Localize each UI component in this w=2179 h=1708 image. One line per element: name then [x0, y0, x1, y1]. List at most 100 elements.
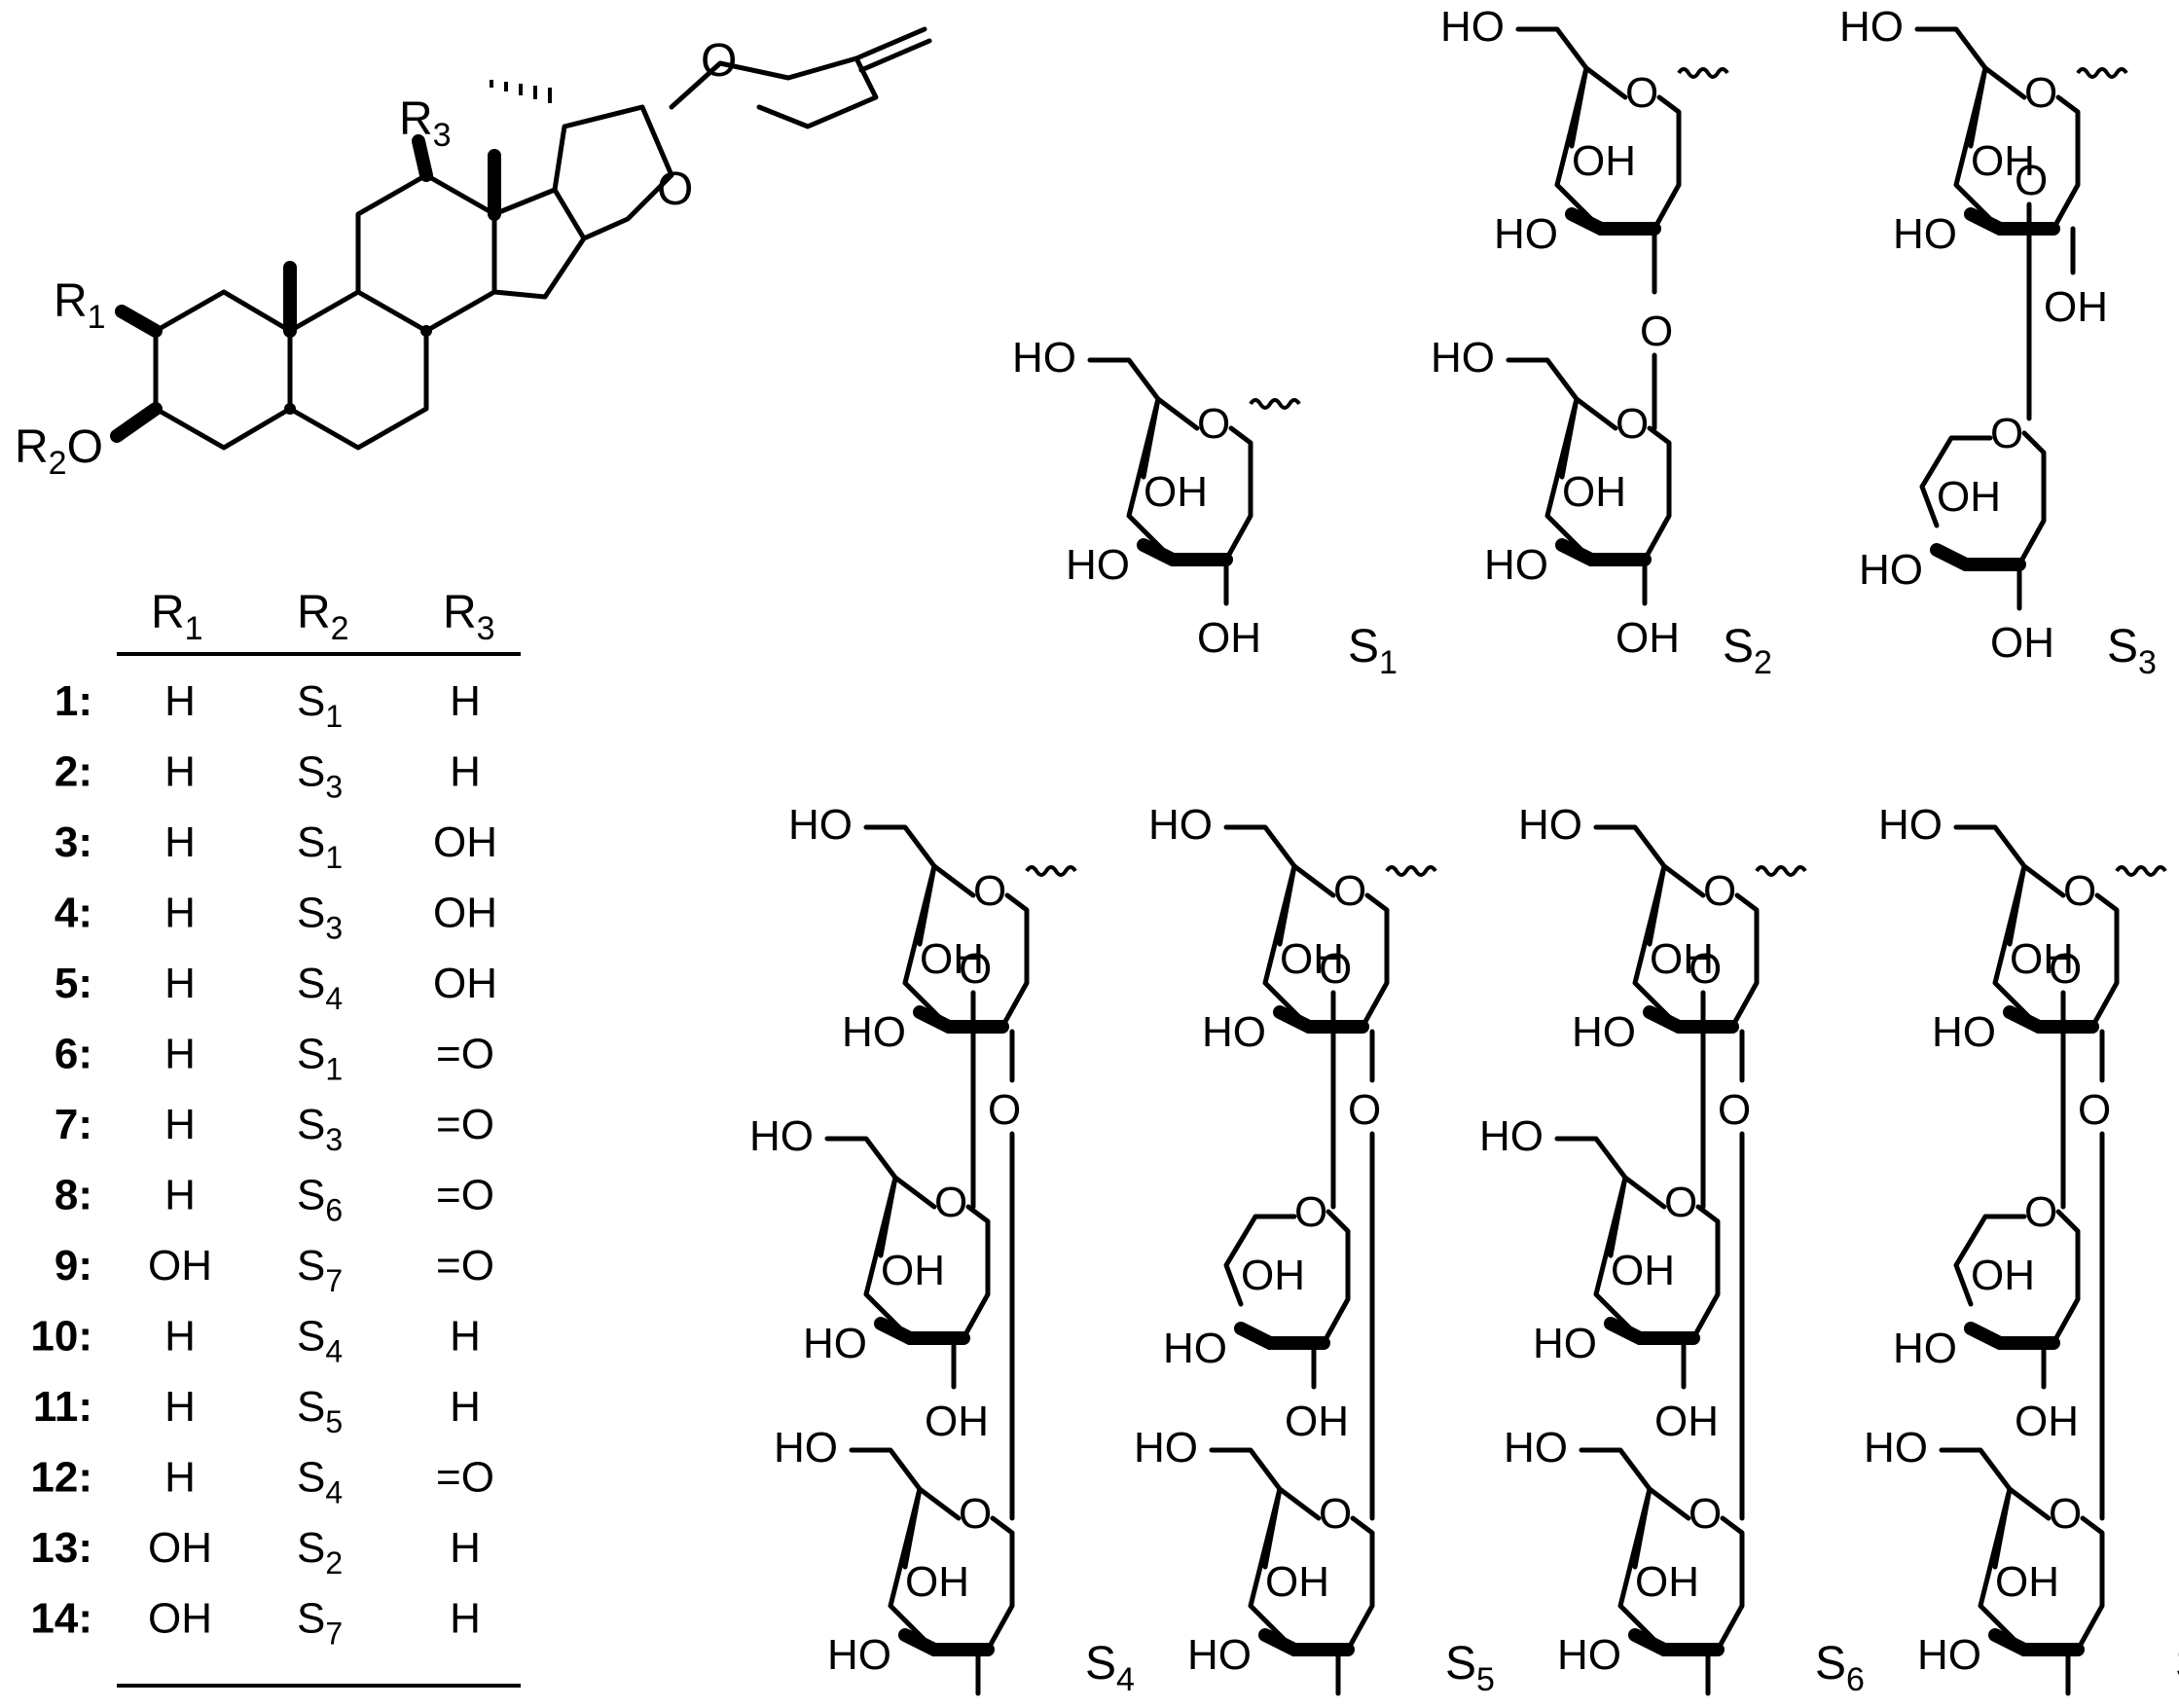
sugar-s4: OHOOHHOOOOHOOHHOOHOHOOHHOOHS4 [749, 801, 1135, 1708]
oh-label: OH [1265, 1558, 1329, 1606]
attachment-wavy-bond [1755, 865, 1807, 877]
r3-value: H [450, 1383, 481, 1431]
oh-label: OH [920, 935, 984, 983]
r3-value: =O [436, 1454, 494, 1502]
ho-label: HO [842, 1008, 906, 1056]
oh-label: OH [1971, 137, 2035, 185]
hydroxymethyl-label: HO [749, 1112, 814, 1160]
c12-r3-bond [412, 134, 433, 182]
r3-value: H [450, 677, 481, 725]
attachment-wavy-bond [1385, 865, 1437, 877]
compound-number: 10: [30, 1313, 92, 1361]
r1-value: H [164, 1101, 196, 1148]
oh-label: OH [1990, 619, 2054, 667]
hydroxymethyl-label: HO [1440, 3, 1505, 51]
hydroxymethyl-label: HO [1504, 1424, 1568, 1472]
oh-label: OH [1616, 614, 1680, 662]
oh-label: OH [1309, 1704, 1373, 1708]
sugar-s5: OHOOHHOOOOOHHOOHOHOOHHOOHS5 [1134, 801, 1495, 1708]
hydroxymethyl-label: HO [1878, 801, 1943, 849]
hydroxymethyl-label: HO [1012, 334, 1076, 382]
r2-value: S3 [297, 1101, 343, 1157]
attachment-wavy-bond [1249, 398, 1301, 410]
hydroxymethyl-label: HO [1518, 801, 1582, 849]
hydroxymethyl-label: HO [1134, 1424, 1198, 1472]
compound-number: 7: [54, 1101, 92, 1148]
r1-value: H [164, 960, 196, 1007]
r2-value: S1 [297, 1031, 343, 1087]
ring-o-label: O [1197, 400, 1230, 448]
compound-number: 8: [54, 1172, 92, 1219]
o-pyran-label: O [701, 35, 737, 87]
compound-number: 1: [54, 677, 92, 725]
sugar-label-s6: S6 [1815, 1638, 1865, 1698]
attachment-wavy-bond [2076, 67, 2128, 79]
sugar-s6: OHOOHHOOOOHOOHHOOHOHOOHHOOHS6 [1479, 801, 1865, 1708]
r2-value: S2 [297, 1524, 343, 1581]
ho-label: HO [1859, 546, 1923, 594]
compound-number: 12: [30, 1454, 92, 1502]
ho-label: HO [1893, 210, 1957, 258]
oh-label: OH [2010, 935, 2074, 983]
o-furan-label: O [657, 164, 693, 215]
glycosidic-o-label: O [1319, 945, 1352, 993]
ho-label: HO [1533, 1320, 1597, 1367]
r1-value: H [164, 890, 196, 937]
r1-value: H [164, 1383, 196, 1431]
ring-e [552, 104, 674, 241]
ring-b [287, 289, 429, 451]
ring-o-label: O [1294, 1188, 1327, 1236]
ring-o-label: O [973, 867, 1006, 915]
hydroxymethyl-label: HO [1148, 801, 1213, 849]
r3-label: R3 [399, 93, 452, 154]
glycosidic-o-label: O [1348, 1086, 1381, 1134]
compound-number: 13: [30, 1524, 92, 1572]
glycosidic-o-label: O [1689, 945, 1722, 993]
glycosidic-o-label: O [1718, 1086, 1751, 1134]
oh-label: OH [1572, 137, 1636, 185]
glycosidic-o-label: O [988, 1086, 1021, 1134]
ring-o-label: O [1689, 1490, 1722, 1538]
ring-o-label: O [2024, 1188, 2057, 1236]
ring-o-label: O [1664, 1179, 1697, 1226]
r1-value: H [164, 1313, 196, 1361]
oh-label: OH [1995, 1558, 2059, 1606]
r1-value: H [164, 677, 196, 725]
ho-label: HO [1893, 1325, 1957, 1372]
ring-o-label: O [1625, 69, 1658, 117]
hydroxymethyl-label: HO [1839, 3, 1904, 51]
oh-label: OH [1611, 1247, 1675, 1294]
ho-label: HO [1066, 541, 1130, 589]
compound-number: 3: [54, 818, 92, 866]
hydroxymethyl-label: HO [1864, 1424, 1928, 1472]
c2-r1-bond [115, 305, 163, 338]
table-header-r1: R1 [151, 587, 203, 647]
sugar-label-s4: S4 [1085, 1638, 1135, 1698]
sugar-label-s1: S1 [1348, 621, 1398, 681]
ring-o-label: O [2063, 867, 2096, 915]
attachment-wavy-bond [1025, 865, 1077, 877]
r2-value: S3 [297, 748, 343, 805]
ring-c [355, 172, 497, 334]
ring-o-label: O [1616, 400, 1649, 448]
table-header-r3: R3 [443, 587, 495, 647]
oh-label: OH [1241, 1252, 1305, 1299]
